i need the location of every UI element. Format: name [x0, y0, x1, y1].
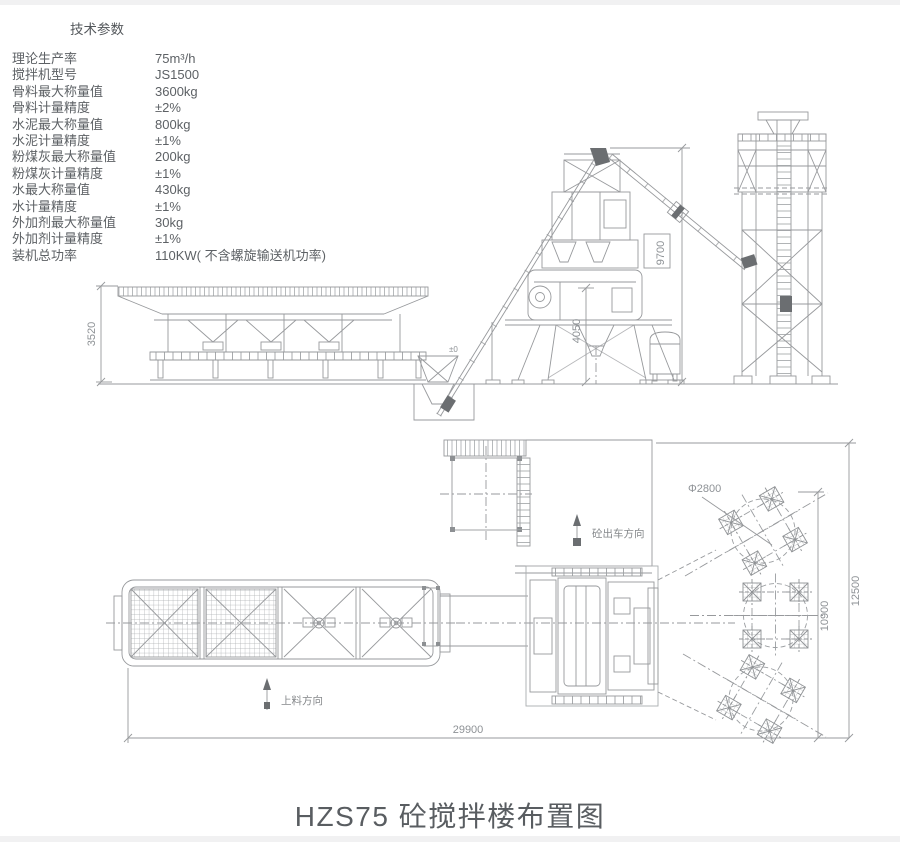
dim-total-length: 29900: [123, 668, 854, 743]
page-edge-top: [0, 0, 900, 5]
param-row: 骨料最大称量值 3600kg: [12, 84, 412, 100]
feed-direction-label: 上料方向: [281, 694, 323, 707]
mixer-block-plan: [525, 549, 717, 721]
param-row: 粉煤灰最大称量值 200kg: [12, 149, 412, 165]
dim-4050-label: 4050: [571, 319, 583, 343]
param-value: ±1%: [155, 231, 181, 247]
param-value: 200kg: [155, 149, 191, 165]
param-value: 110KW( 不含螺旋输送机功率): [155, 247, 326, 263]
dim-silo-span: 10900: [798, 487, 831, 743]
silo-foundation-group-lower: [682, 642, 827, 757]
cement-silo-tower: [733, 111, 831, 385]
dim-29900-label: 29900: [453, 724, 484, 736]
param-label: 粉煤灰计量精度: [12, 165, 104, 181]
dim-10900-label: 10900: [819, 601, 831, 632]
param-row: 装机总功率 110KW( 不含螺旋输送机功率): [12, 248, 412, 264]
dim-9700-label: 9700: [655, 241, 667, 265]
param-row: 粉煤灰计量精度 ±1%: [12, 166, 412, 182]
param-value: ±1%: [155, 198, 181, 214]
silo-foundation-group-middle: [690, 574, 826, 658]
silo-foundation-group-upper: [684, 474, 829, 589]
silo-foundations: Φ2800: [682, 474, 829, 757]
param-value: 30kg: [155, 215, 184, 231]
param-label: 装机总功率: [12, 247, 78, 263]
param-value: ±1%: [155, 165, 181, 181]
truck-exit-direction: 砼出车方向: [573, 514, 645, 546]
mixing-tower: [505, 148, 681, 385]
param-value: ±2%: [155, 100, 181, 116]
water-tank: [645, 331, 685, 385]
belt-conveyor-plan: [422, 586, 735, 647]
param-value: 800kg: [155, 116, 191, 132]
param-value: 75m³/h: [155, 51, 196, 66]
param-row: 骨料计量精度 ±2%: [12, 100, 412, 116]
param-row: 外加剂计量精度 ±1%: [12, 231, 412, 247]
dim-discharge-height: 4050: [571, 283, 594, 387]
param-value: 3600kg: [155, 83, 198, 99]
param-label: 理论生产率: [12, 51, 78, 66]
dim-batcher-height: 3520: [86, 281, 118, 387]
param-value: 430kg: [155, 182, 191, 198]
param-row: 水泥计量精度 ±1%: [12, 133, 412, 149]
dim-3520-label: 3520: [86, 322, 98, 346]
feed-direction: 上料方向: [263, 678, 323, 710]
truck-exit-label: 砼出车方向: [592, 527, 645, 540]
parameters-heading: 技术参数: [70, 22, 124, 37]
param-row: 水计量精度 ±1%: [12, 199, 412, 215]
param-row: 理论生产率 75m³/h: [12, 51, 412, 67]
param-value: ±1%: [155, 133, 181, 149]
dim-tower-height: 9700: [610, 143, 690, 387]
param-label: 水泥计量精度: [12, 133, 91, 149]
param-row: 外加剂最大称量值 30kg: [12, 215, 412, 231]
param-label: 水最大称量值: [12, 182, 91, 198]
screw-conveyor: [608, 153, 749, 271]
param-row: 搅拌机型号 JS1500: [12, 67, 412, 83]
param-label: 水计量精度: [12, 198, 78, 214]
aggregate-batcher-elevation: [117, 286, 429, 381]
ground-level-label: ±0: [449, 345, 458, 354]
param-label: 粉煤灰最大称量值: [12, 149, 117, 165]
page-edge-bottom: [0, 836, 900, 842]
drawing-title: HZS75 砼搅拌楼布置图: [294, 801, 606, 832]
param-label: 水泥最大称量值: [12, 116, 104, 132]
dim-total-width: 12500: [656, 438, 862, 738]
param-label: 外加剂计量精度: [12, 231, 104, 247]
plan-view: 砼出车方向: [106, 438, 862, 757]
dim-12500-label: 12500: [850, 576, 862, 607]
param-label: 搅拌机型号: [12, 67, 78, 83]
param-label: 骨料计量精度: [12, 100, 91, 116]
param-label: 骨料最大称量值: [12, 83, 104, 99]
silo-diameter-label: Φ2800: [688, 483, 721, 495]
control-room-plan: [440, 439, 653, 574]
technical-parameters: 技术参数 理论生产率 75m³/h 搅拌机型号 JS1500 骨料最大称量值 3600…: [12, 18, 412, 264]
param-row: 水泥最大称量值 800kg: [12, 117, 412, 133]
param-label: 外加剂最大称量值: [12, 215, 117, 231]
aggregate-batcher-plan: [106, 579, 456, 667]
elevation-view: 3520 ±0: [86, 111, 838, 421]
param-value: JS1500: [155, 67, 200, 83]
param-row: 水最大称量值 430kg: [12, 182, 412, 198]
inclined-belt-conveyor: ±0: [413, 149, 605, 421]
